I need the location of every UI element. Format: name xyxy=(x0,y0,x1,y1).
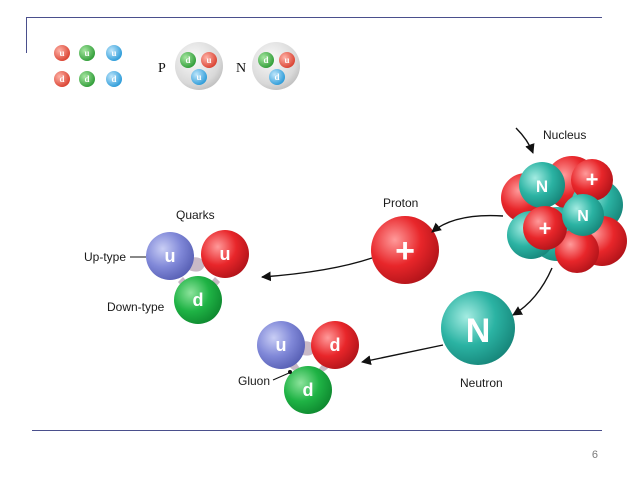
nucleus-neutron xyxy=(562,194,604,236)
legend-proton-quark-label: u xyxy=(196,72,201,82)
legend-neutron-quark-label: d xyxy=(263,55,268,65)
gluon-leader xyxy=(272,372,290,381)
nucleus-proton xyxy=(523,206,567,250)
legend-proton: P d u u xyxy=(158,42,223,90)
proton-sphere xyxy=(371,216,439,284)
up-quark-red xyxy=(201,230,249,278)
left-rule xyxy=(26,17,27,53)
neutron-label: Neutron xyxy=(460,376,503,390)
legend-quark-u-blue xyxy=(106,45,122,61)
page-number: 6 xyxy=(591,449,598,461)
down-quark-green xyxy=(174,276,222,324)
legend-quark-label: d xyxy=(84,74,89,84)
neutron-symbol: N xyxy=(466,312,491,350)
gluon-label: Gluon xyxy=(238,374,270,388)
legend-proton-quark xyxy=(191,69,207,85)
proton-symbol: + xyxy=(395,232,415,270)
quarks-label: Quarks xyxy=(176,208,215,222)
legend-proton-quark xyxy=(201,52,217,68)
legend-neutron-quark xyxy=(269,69,285,85)
quark-letter: d xyxy=(330,335,341,355)
legend-quark-d-blue xyxy=(106,71,122,87)
nucleus-symbol: + xyxy=(539,216,552,241)
legend-quark-d-green xyxy=(79,71,95,87)
legend-neutron-quark-label: u xyxy=(284,55,289,65)
quark-letter: d xyxy=(303,380,314,400)
nucleus-symbol: N xyxy=(536,177,548,196)
legend-proton-label: P xyxy=(158,61,166,76)
nucleus-to-proton-arrow xyxy=(431,214,504,233)
up-quark-blue xyxy=(146,232,194,280)
down-quark-red xyxy=(311,321,359,369)
legend-neutron-quark xyxy=(258,52,274,68)
legend-quark-label: u xyxy=(111,48,116,58)
down-quark-green xyxy=(284,366,332,414)
quark-letter: d xyxy=(193,290,204,310)
legend-neutron: N d u d xyxy=(236,42,300,90)
legend-quark-grid: u u u d d d xyxy=(54,45,122,87)
nucleus-to-neutron-arrow xyxy=(512,267,553,316)
up-quark-blue xyxy=(257,321,305,369)
neutron-quark-triplet: u d d xyxy=(257,321,359,414)
legend-proton-quark-label: u xyxy=(206,55,211,65)
legend-neutron-quark xyxy=(279,52,295,68)
down-type-label: Down-type xyxy=(107,300,165,314)
legend-neutron-quark-label: d xyxy=(274,72,279,82)
legend-quark-label: d xyxy=(111,74,116,84)
legend-quark-u-green xyxy=(79,45,95,61)
legend-proton-quark xyxy=(180,52,196,68)
neutron-to-quarks-arrow xyxy=(361,344,444,365)
nucleus: N + + N xyxy=(501,156,627,273)
proton-to-quarks-arrow xyxy=(261,257,373,282)
nucleus-proton xyxy=(571,159,613,201)
gluon-dot xyxy=(288,370,292,374)
nucleus-symbol: + xyxy=(586,167,599,192)
neutron-sphere xyxy=(441,291,515,365)
legend-quark-label: u xyxy=(84,48,89,58)
top-rule xyxy=(26,17,602,18)
quark-letter: u xyxy=(165,246,176,266)
legend-quark-label: d xyxy=(59,74,64,84)
bottom-rule xyxy=(32,430,602,431)
legend-quark-d-red xyxy=(54,71,70,87)
legend-proton-quark-label: d xyxy=(185,55,190,65)
proton-label: Proton xyxy=(383,196,418,210)
nucleus-label: Nucleus xyxy=(543,128,586,142)
legend-quark-u-red xyxy=(54,45,70,61)
quark-letter: u xyxy=(220,244,231,264)
nucleus-pointer-arrow xyxy=(515,127,535,154)
nucleus-symbol: N xyxy=(577,208,589,225)
up-type-label: Up-type xyxy=(84,250,126,264)
quark-letter: u xyxy=(276,335,287,355)
nucleus-neutron xyxy=(519,162,565,208)
proton-quark-triplet: u u d xyxy=(146,230,249,324)
legend-neutron-label: N xyxy=(236,61,246,76)
legend-quark-label: u xyxy=(59,48,64,58)
